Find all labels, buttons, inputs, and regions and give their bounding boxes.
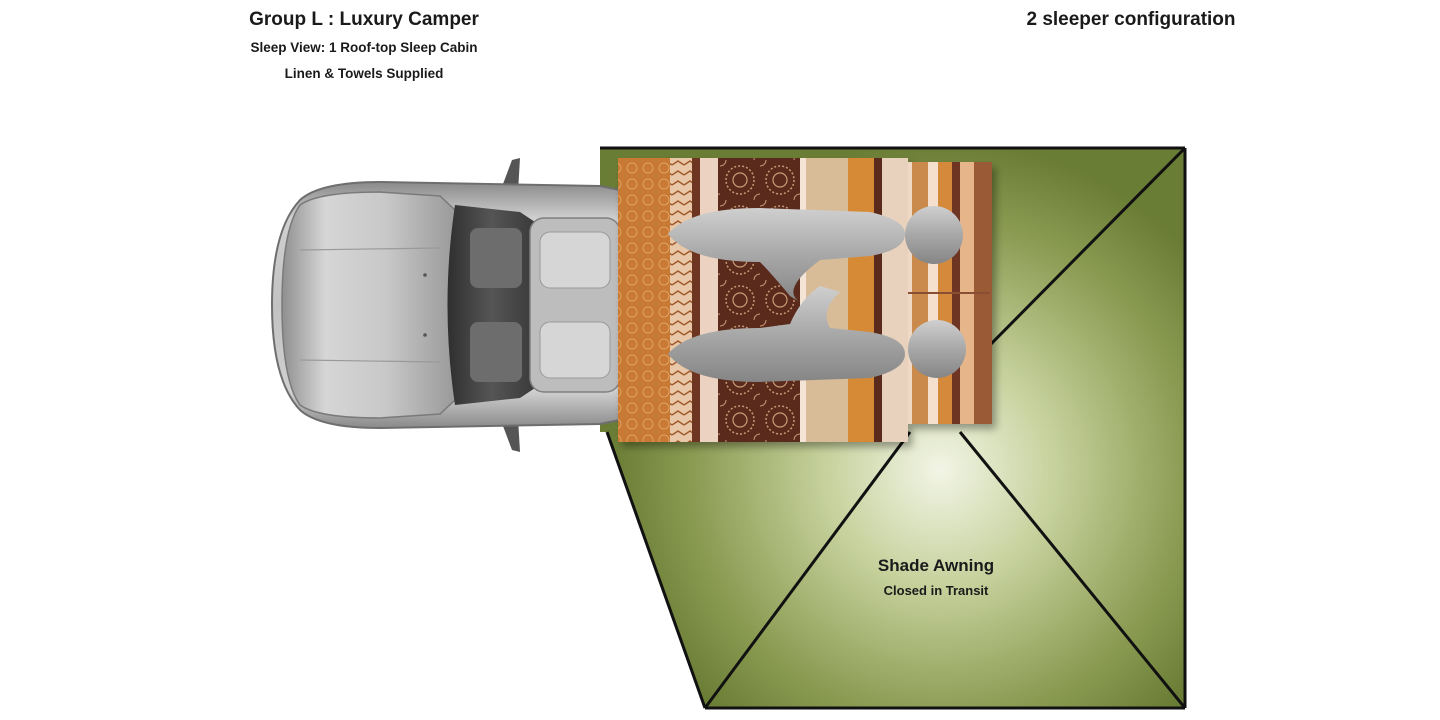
sleeper-configuration-label: 2 sleeper configuration	[1000, 9, 1262, 31]
awning-label: Shade Awning	[836, 556, 1036, 576]
sleep-view-subtitle: Sleep View: 1 Roof-top Sleep Cabin	[214, 40, 514, 55]
vehicle-top-view	[272, 158, 620, 452]
page-title: Group L : Luxury Camper	[214, 9, 514, 31]
awning-status: Closed in Transit	[836, 583, 1036, 598]
linen-note: Linen & Towels Supplied	[214, 66, 514, 81]
